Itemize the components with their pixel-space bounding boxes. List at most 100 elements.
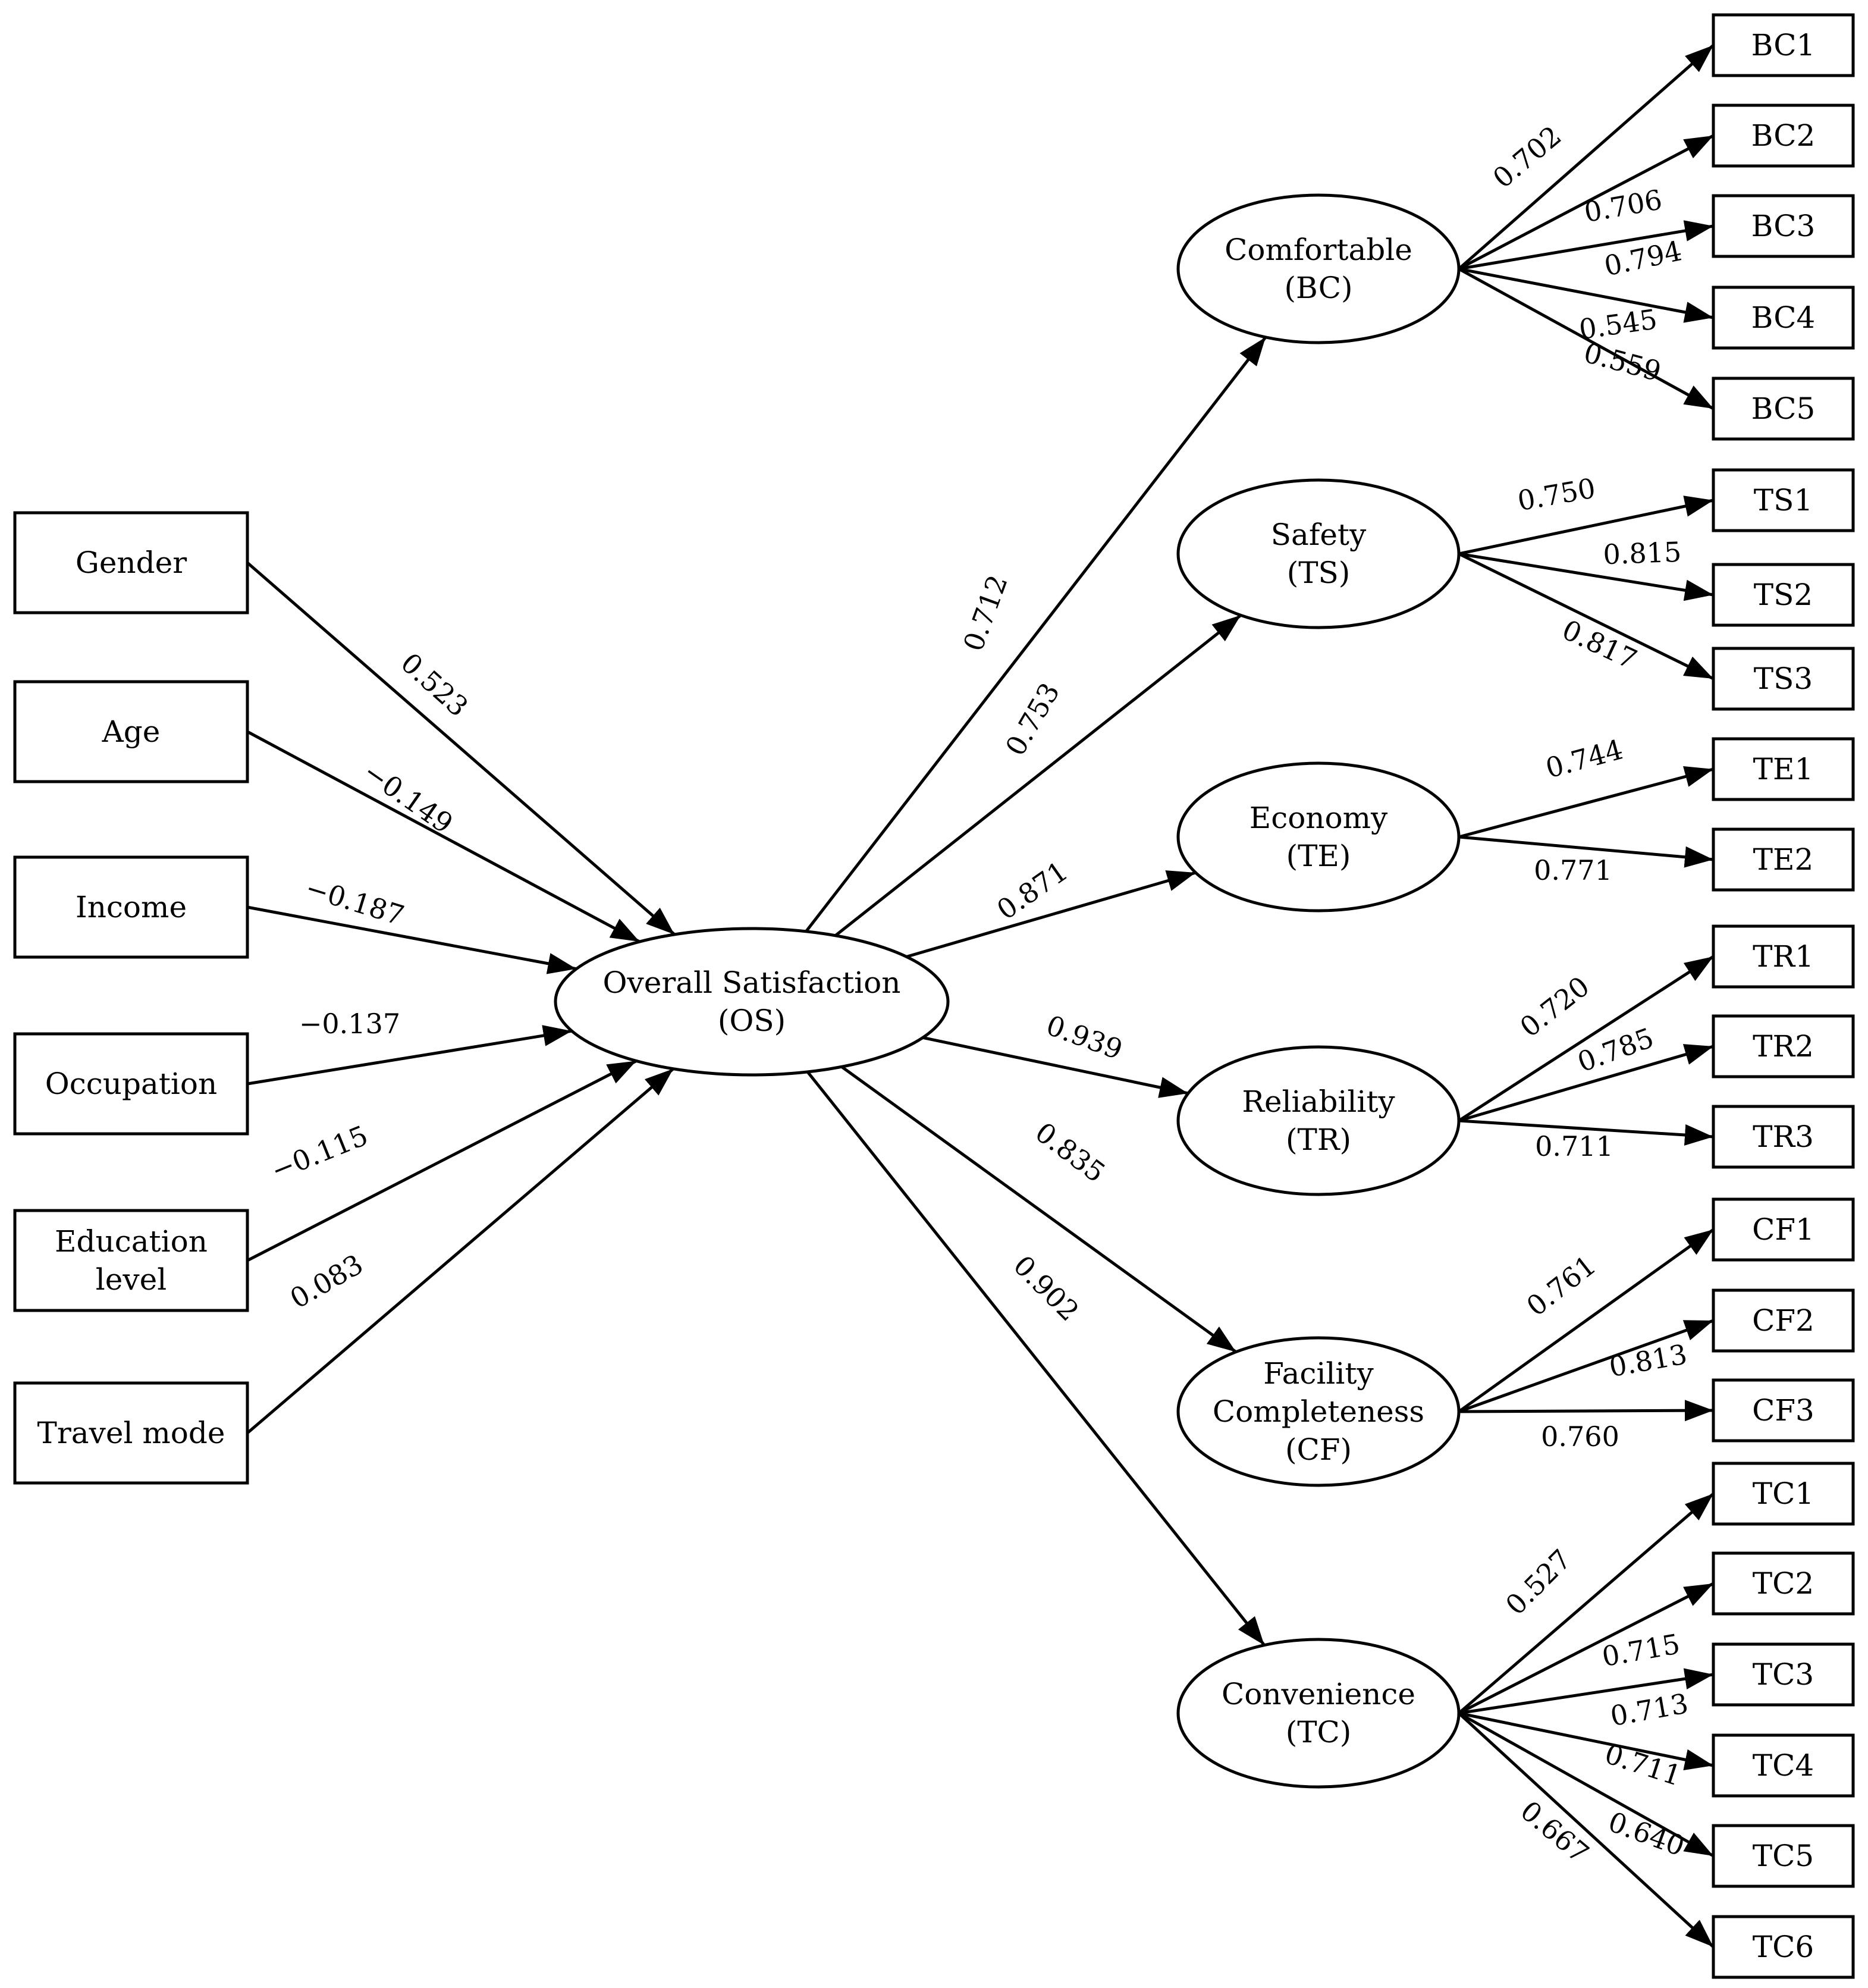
factor-label-ts: Safety(TS) (1271, 518, 1367, 590)
factor-label-tr: Reliability(TR) (1242, 1084, 1395, 1157)
arrow-education-to-os (246, 1059, 638, 1262)
arrow-os-to-ts (834, 614, 1242, 937)
coef-income-os: −0.187 (302, 871, 408, 932)
demographic-box-travel-mode (13, 1381, 249, 1485)
indicator-label-tr1: TR1 (1753, 939, 1814, 974)
indicator-box-bc2 (1712, 104, 1855, 168)
coef-os-cf: 0.835 (1029, 1116, 1112, 1189)
demographic-label-gender: Gender (76, 545, 187, 580)
demographic-label-travel-mode: Travel mode (37, 1416, 225, 1450)
indicator-label-cf3: CF3 (1752, 1393, 1814, 1428)
coef-tc4: 0.711 (1601, 1738, 1685, 1792)
coef-tc1: 0.527 (1499, 1543, 1577, 1621)
coef-os-ts: 0.753 (999, 677, 1066, 761)
factor-ellipse-ts (1176, 478, 1461, 629)
indicator-label-te2: TE2 (1753, 842, 1814, 877)
coef-bc2: 0.706 (1582, 183, 1665, 228)
demographic-label-age: Age (102, 714, 161, 749)
arrow-bc-to-bc3 (1458, 220, 1714, 271)
coef-os-tr: 0.939 (1042, 1009, 1126, 1066)
factor-label-tc: Convenience(TC) (1222, 1677, 1415, 1749)
indicator-box-tr2 (1712, 1014, 1855, 1078)
indicator-label-cf2: CF2 (1752, 1303, 1814, 1338)
indicator-box-tc6 (1712, 1915, 1855, 1979)
indicator-label-ts3: TS3 (1754, 661, 1813, 696)
indicator-label-tc5: TC5 (1753, 1839, 1814, 1873)
arrow-tc-to-tc6 (1458, 1712, 1715, 1948)
arrow-occupation-to-os (247, 1025, 572, 1086)
indicator-box-cf3 (1712, 1378, 1855, 1443)
arrow-cf-to-cf2 (1458, 1319, 1714, 1413)
arrow-tr-to-tr2 (1458, 1044, 1714, 1122)
indicator-label-ts2: TS2 (1754, 578, 1813, 612)
coef-gender-os: 0.523 (395, 647, 475, 723)
arrow-tc-to-tc1 (1458, 1492, 1715, 1714)
arrow-bc-to-bc4 (1458, 267, 1714, 323)
demographic-box-occupation (13, 1032, 249, 1136)
arrow-tc-to-tc5 (1458, 1711, 1715, 1858)
arrow-ts-to-ts1 (1458, 496, 1714, 556)
arrow-bc-to-bc2 (1458, 134, 1715, 271)
arrow-os-to-cf (840, 1065, 1237, 1353)
factor-ellipse-cf (1176, 1336, 1461, 1487)
indicator-label-bc4: BC4 (1751, 300, 1816, 335)
arrow-te-to-te1 (1458, 766, 1714, 839)
coef-education-os: −0.115 (266, 1119, 372, 1187)
overall-satisfaction-ellipse (554, 927, 950, 1077)
factor-label-te: Economy(TE) (1249, 801, 1388, 873)
indicator-label-tc4: TC4 (1753, 1748, 1814, 1783)
indicator-label-tc2: TC2 (1753, 1566, 1814, 1601)
coef-os-tc: 0.902 (1007, 1249, 1085, 1327)
demographic-label-income: Income (76, 890, 187, 924)
coef-tc3: 0.713 (1608, 1687, 1691, 1732)
indicator-box-tc1 (1712, 1462, 1855, 1526)
indicator-box-ts1 (1712, 468, 1855, 532)
indicator-box-tc2 (1712, 1551, 1855, 1616)
coef-os-te: 0.871 (991, 855, 1073, 926)
coef-cf3: 0.760 (1541, 1421, 1619, 1453)
coef-cf1: 0.761 (1521, 1249, 1602, 1323)
arrow-bc-to-bc5 (1458, 267, 1715, 410)
indicator-box-cf1 (1712, 1197, 1855, 1262)
arrow-ts-to-ts3 (1458, 552, 1715, 681)
indicator-box-tc3 (1712, 1642, 1855, 1707)
arrow-tc-to-tc2 (1458, 1582, 1715, 1715)
indicator-label-bc3: BC3 (1751, 209, 1816, 243)
factor-ellipse-te (1176, 761, 1461, 913)
indicator-box-bc3 (1712, 194, 1855, 258)
coef-bc5: 0.559 (1581, 336, 1665, 387)
coef-ts1: 0.750 (1515, 472, 1598, 517)
indicator-box-bc4 (1712, 286, 1855, 350)
indicator-label-tc6: TC6 (1753, 1930, 1814, 1964)
indicator-box-tc5 (1712, 1824, 1855, 1888)
arrow-os-to-tr (922, 1036, 1189, 1098)
factor-ellipse-bc (1176, 193, 1461, 344)
coef-te2: 0.771 (1534, 854, 1612, 886)
indicator-box-cf2 (1712, 1288, 1855, 1353)
coef-tr3: 0.711 (1535, 1130, 1613, 1162)
indicator-label-te1: TE1 (1753, 752, 1814, 786)
arrow-gender-to-os (246, 562, 676, 936)
arrow-te-to-te2 (1458, 835, 1714, 868)
arrow-cf-to-cf3 (1458, 1400, 1714, 1422)
arrow-ts-to-ts2 (1458, 552, 1714, 601)
indicator-box-tc4 (1712, 1733, 1855, 1798)
demographic-box-age (13, 680, 249, 783)
arrow-os-to-bc (805, 336, 1267, 933)
coef-te1: 0.744 (1542, 733, 1626, 784)
indicator-label-tc1: TC1 (1753, 1476, 1814, 1511)
coef-os-bc: 0.712 (957, 570, 1014, 655)
indicator-box-ts2 (1712, 563, 1855, 627)
demographic-box-income (13, 855, 249, 959)
coef-cf2: 0.813 (1607, 1338, 1690, 1383)
arrow-os-to-tc (806, 1071, 1266, 1647)
indicator-label-bc1: BC1 (1751, 28, 1816, 62)
indicator-label-tr3: TR3 (1753, 1120, 1814, 1154)
indicator-label-bc5: BC5 (1751, 391, 1816, 426)
arrow-cf-to-cf1 (1458, 1228, 1715, 1413)
arrow-tr-to-tr1 (1458, 955, 1715, 1122)
indicator-box-tr3 (1712, 1105, 1855, 1169)
indicator-box-te2 (1712, 827, 1855, 892)
